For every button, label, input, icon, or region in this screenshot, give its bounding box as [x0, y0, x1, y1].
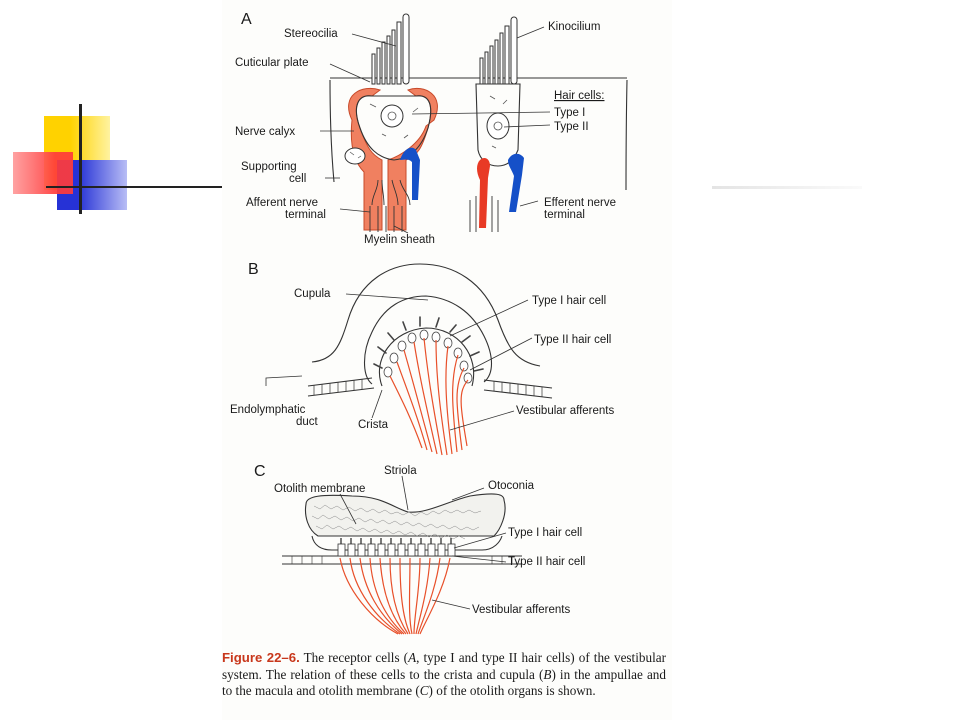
macula-hair-cells	[337, 543, 456, 557]
deco-horizontal-line	[46, 186, 226, 188]
label-type-2-hair-cell-b: Type II hair cell	[534, 334, 611, 346]
type-1-hair-cell	[348, 13, 438, 232]
label-stereocilia: Stereocilia	[284, 28, 338, 40]
label-efferent-2: terminal	[544, 209, 585, 221]
label-otolith-membrane: Otolith membrane	[274, 483, 365, 495]
panel-a: A	[235, 11, 628, 246]
label-supporting-cell-1: Supporting	[241, 161, 297, 173]
type-2-hair-cell	[469, 16, 524, 232]
label-type-2-hair-cell-c: Type II hair cell	[508, 556, 585, 568]
label-type-1-hair-cell-b: Type I hair cell	[532, 295, 606, 307]
label-vestibular-afferents-b: Vestibular afferents	[516, 405, 614, 417]
crista	[378, 327, 475, 387]
label-afferent-2: terminal	[285, 209, 326, 221]
label-supporting-cell-2: cell	[289, 173, 306, 185]
crista-stereocilia	[373, 316, 484, 372]
label-otoconia: Otoconia	[488, 480, 535, 492]
otoconia-texture	[311, 504, 482, 540]
label-cupula: Cupula	[294, 288, 331, 300]
figure-caption: Figure 22–6. The receptor cells (A, type…	[222, 650, 666, 700]
macula-afferents	[339, 557, 451, 635]
panel-c: C	[254, 463, 585, 635]
label-type-1-hair-cell-c: Type I hair cell	[508, 527, 582, 539]
efferent-terminal-a2	[508, 153, 524, 212]
deco-horizontal-line-right	[712, 186, 862, 189]
label-type-2: Type II	[554, 121, 589, 133]
supporting-cell-outline	[329, 79, 628, 191]
label-efferent-1: Efferent nerve	[544, 197, 616, 209]
type-2-cell-body	[475, 83, 521, 167]
cupula-inner	[363, 295, 493, 385]
label-hair-cells: Hair cells:	[554, 90, 604, 102]
label-nerve-calyx: Nerve calyx	[235, 126, 295, 138]
caption-text-1: The receptor cells (	[299, 650, 409, 665]
panel-c-letter: C	[254, 463, 266, 480]
panel-a-letter: A	[241, 11, 252, 28]
caption-ref-a: A	[408, 650, 417, 665]
figure-svg: A	[230, 11, 628, 635]
caption-figure-label: Figure 22–6.	[222, 650, 300, 665]
label-endolymphatic-1: Endolymphatic	[230, 404, 306, 416]
label-type-1: Type I	[554, 107, 585, 119]
cupula-outline	[311, 263, 541, 367]
caption-ref-b: B	[543, 666, 552, 682]
otolith-membrane	[304, 493, 506, 537]
efferent-terminal-a1	[400, 147, 420, 200]
afferent-nerve-terminal	[369, 179, 411, 232]
label-afferent-1: Afferent nerve	[246, 197, 318, 209]
label-striola: Striola	[384, 465, 417, 477]
crista-afferents	[389, 337, 469, 456]
crista-hair-cells	[383, 329, 473, 384]
label-endolymphatic-2: duct	[296, 416, 319, 428]
caption-ref-c: C	[419, 683, 429, 698]
label-crista: Crista	[358, 419, 389, 431]
caption-text-2: , type I and type II hair cells) of the …	[222, 650, 666, 682]
label-cuticular-plate: Cuticular plate	[235, 57, 309, 69]
figure-scan: A	[222, 0, 672, 720]
label-vestibular-afferents-c: Vestibular afferents	[472, 604, 570, 616]
deco-vertical-line	[79, 104, 82, 214]
panel-b: B	[230, 261, 614, 456]
afferent-bouton-type-2	[477, 158, 490, 228]
supporting-cell-nucleus	[344, 147, 366, 165]
caption-text-3: ) in the ampullae and to the macula and …	[222, 666, 666, 699]
label-myelin-sheath: Myelin sheath	[364, 234, 435, 246]
caption-text-4: ) of the otolith organs is shown.	[428, 683, 596, 698]
label-kinocilium: Kinocilium	[548, 21, 600, 33]
panel-b-letter: B	[248, 261, 259, 278]
